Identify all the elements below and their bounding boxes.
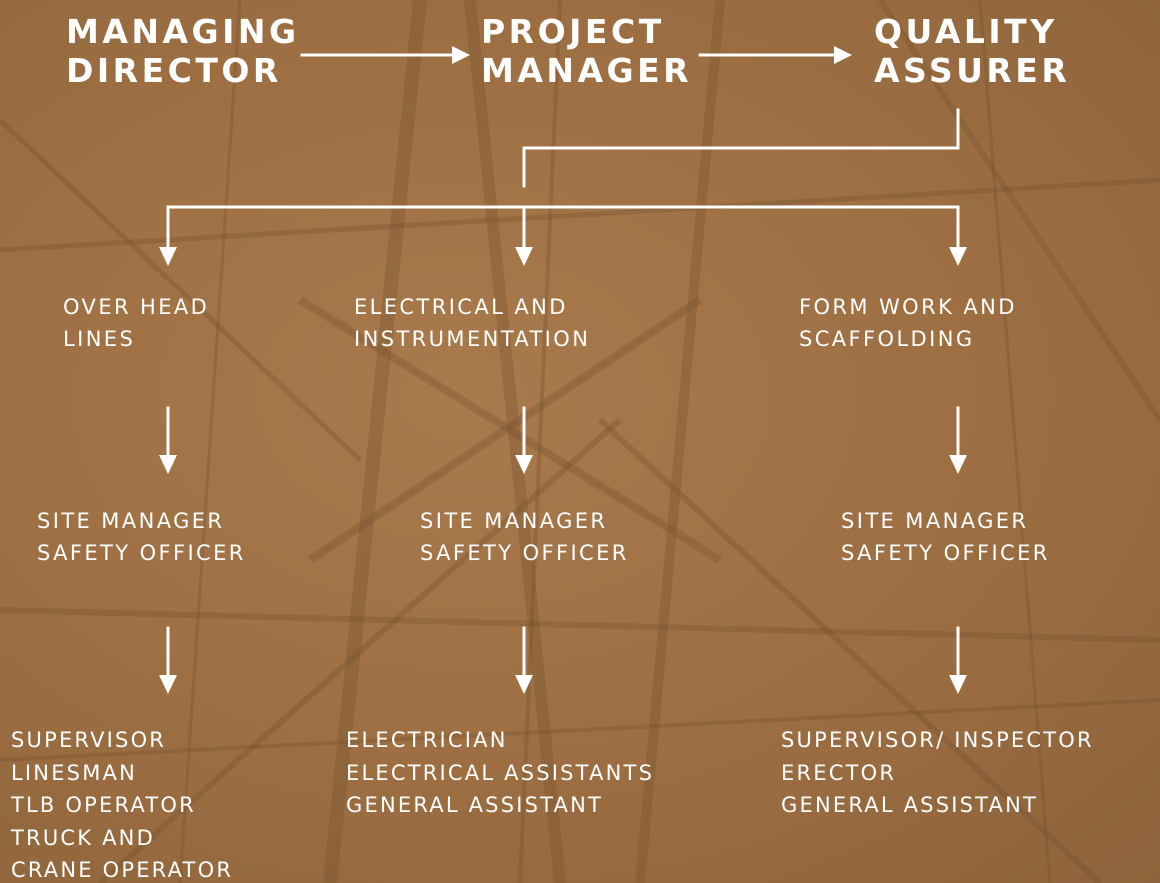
arrowhead-down-icon — [949, 247, 967, 266]
quality-assurer-node: QUALITY ASSURER — [874, 12, 1070, 90]
electrical-managers-node: SITE MANAGER SAFETY OFFICER — [420, 505, 629, 569]
overhead-lines-division: OVER HEAD LINES — [63, 291, 209, 355]
node-line: TLB OPERATOR — [11, 793, 196, 817]
arrowhead-down-icon — [949, 455, 967, 474]
arrowhead-down-icon — [159, 455, 177, 474]
node-line: SAFETY OFFICER — [37, 541, 246, 565]
node-line: SITE MANAGER — [420, 509, 608, 533]
node-line: FORM WORK AND — [799, 295, 1017, 319]
overhead-staff-node: SUPERVISOR LINESMAN TLB OPERATOR TRUCK A… — [11, 724, 233, 883]
arrowhead-down-icon — [515, 247, 533, 266]
node-line: LINES — [63, 327, 136, 351]
node-line: SUPERVISOR — [11, 728, 167, 752]
formwork-scaffolding-division: FORM WORK AND SCAFFOLDING — [799, 291, 1017, 355]
node-line: SAFETY OFFICER — [420, 541, 629, 565]
node-line: ELECTRICIAN — [346, 728, 508, 752]
electrical-staff-node: ELECTRICIAN ELECTRICAL ASSISTANTS GENERA… — [346, 724, 654, 822]
arrowhead-down-icon — [159, 675, 177, 694]
arrowhead-down-icon — [159, 247, 177, 266]
arrowhead-right-icon — [834, 46, 852, 64]
qa-connector-line — [522, 108, 960, 188]
node-line: ELECTRICAL ASSISTANTS — [346, 760, 655, 785]
node-line: SITE MANAGER — [37, 509, 225, 533]
managing-director-node: MANAGING DIRECTOR — [66, 12, 300, 90]
node-line: SCAFFOLDING — [799, 327, 975, 351]
node-line: ELECTRICAL AND — [354, 295, 568, 319]
project-manager-node: PROJECT MANAGER — [481, 12, 692, 90]
formwork-managers-node: SITE MANAGER SAFETY OFFICER — [841, 505, 1050, 569]
arrowhead-down-icon — [515, 675, 533, 694]
division-branch-line — [166, 205, 960, 250]
formwork-staff-node: SUPERVISOR/ INSPECTOR ERECTOR GENERAL AS… — [781, 724, 1094, 822]
overhead-managers-node: SITE MANAGER SAFETY OFFICER — [37, 505, 246, 569]
node-line: PROJECT — [481, 12, 665, 51]
node-line: SAFETY OFFICER — [841, 541, 1050, 565]
node-line: GENERAL ASSISTANT — [346, 793, 604, 817]
node-line: DIRECTOR — [66, 51, 282, 90]
arrowhead-down-icon — [515, 455, 533, 474]
node-line: QUALITY — [874, 12, 1058, 51]
arrowhead-right-icon — [452, 46, 470, 64]
node-line: OVER HEAD — [63, 295, 210, 319]
arrowhead-down-icon — [949, 675, 967, 694]
node-line: MANAGER — [481, 51, 693, 90]
node-line: CRANE OPERATOR — [11, 858, 234, 882]
node-line: INSTRUMENTATION — [354, 327, 591, 351]
node-line: GENERAL ASSISTANT — [781, 793, 1039, 817]
node-line: TRUCK AND — [11, 825, 155, 850]
node-line: SITE MANAGER — [841, 509, 1029, 533]
node-line: ASSURER — [874, 51, 1071, 90]
node-line: MANAGING — [66, 12, 300, 51]
electrical-instrumentation-division: ELECTRICAL AND INSTRUMENTATION — [354, 291, 590, 355]
node-line: SUPERVISOR/ INSPECTOR — [781, 728, 1094, 752]
node-line: LINESMAN — [11, 760, 137, 785]
node-line: ERECTOR — [781, 760, 897, 785]
